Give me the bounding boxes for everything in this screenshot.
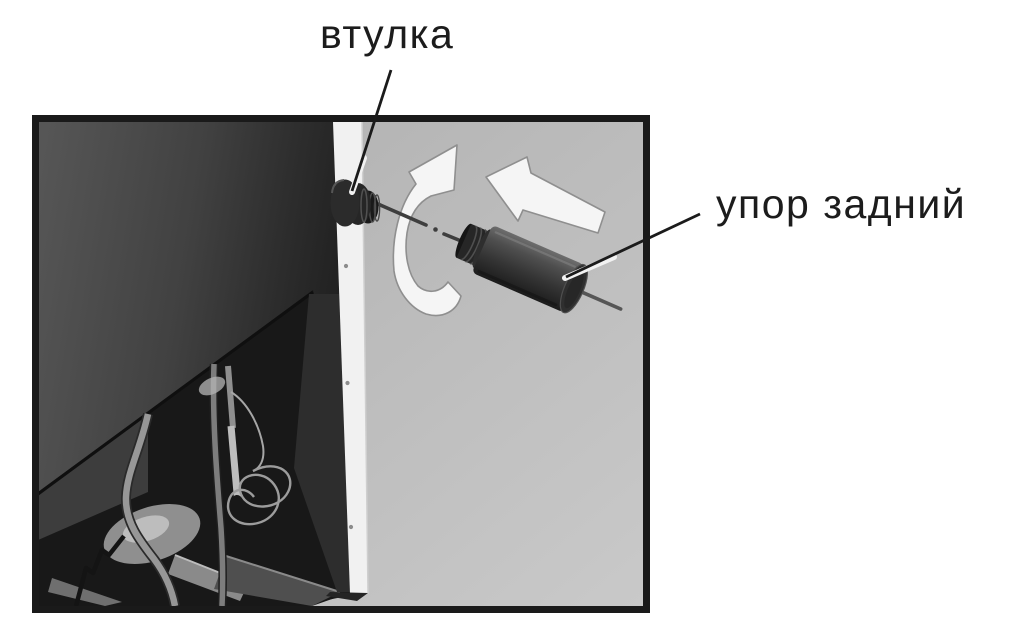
panel-bottom-rail [39,415,148,540]
rear-stop-leader-line [565,212,701,279]
rod-tail [579,290,623,311]
capillary-coil [226,465,292,526]
photo-frame [32,115,650,613]
rotate-counterclockwise-arrow-icon [392,144,462,317]
under-compartment [39,290,352,606]
screw-dimple [348,524,354,530]
screw-dimple [343,263,349,269]
direction-left-arrow-icon [485,156,606,234]
rear-stop-part [455,223,623,314]
capillary-tube [230,391,265,472]
leader-lines [349,69,701,281]
power-cable [73,534,126,606]
rear-stop-label: упор задний [716,181,967,227]
screw-dimple [345,380,350,386]
bushing-label: втулка [320,11,455,57]
panel-corner-wedge [294,294,351,592]
bushing-leader-line [350,69,393,192]
